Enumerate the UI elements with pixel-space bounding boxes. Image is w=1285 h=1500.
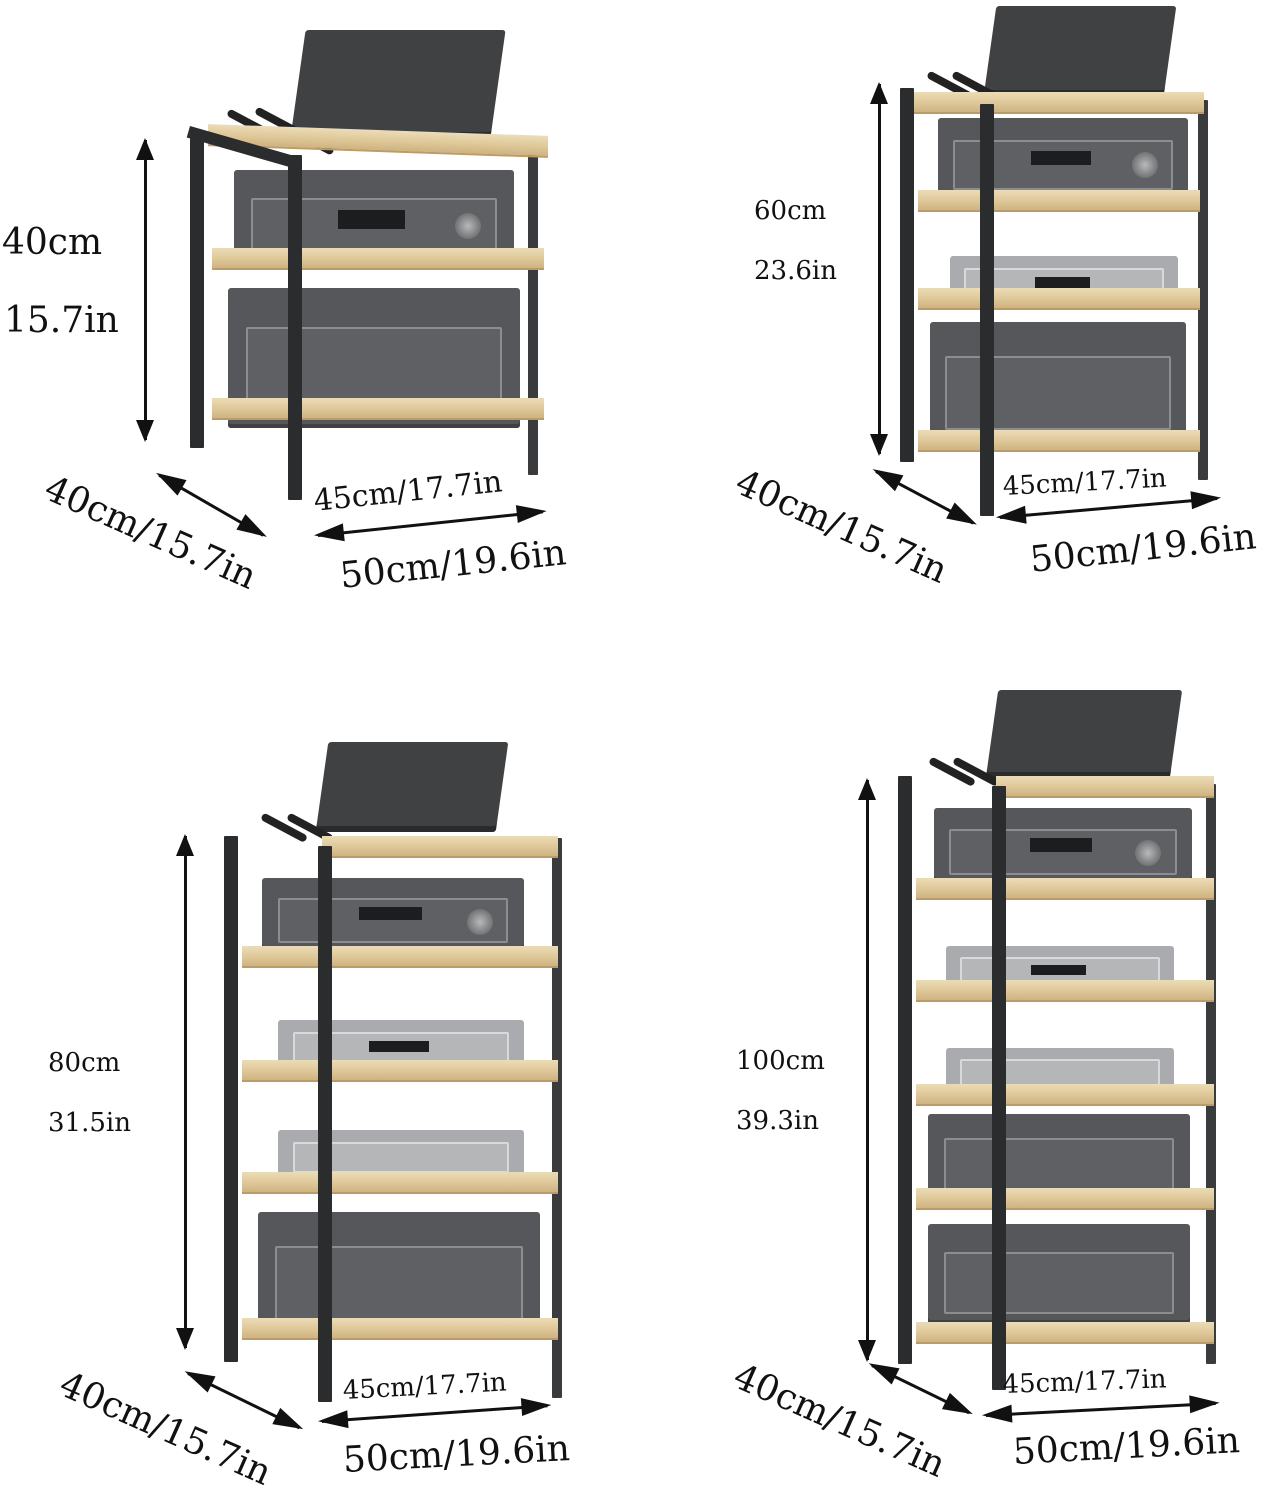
frame-post [1198,100,1208,480]
rack-illustration [896,688,1226,1390]
shelf [996,776,1214,798]
power-amplifier [930,322,1186,442]
frame-post [224,836,238,1362]
outer-width-label: 50cm/19.6in [338,532,569,597]
shelf [242,1060,558,1082]
shelf [904,92,1204,114]
height-in-label: 39.3in [736,1106,819,1136]
height-in-label: 15.7in [4,300,119,341]
width-arrow-icon [985,1401,1216,1417]
rack-illustration [186,30,558,500]
shelf [242,946,558,968]
frame-post [980,104,994,516]
shelf [916,1084,1214,1106]
power-amplifier [928,1224,1190,1324]
frame-post [898,776,912,1364]
frame-post [318,846,332,1402]
shelf [242,1172,558,1194]
cd-player [278,1130,524,1178]
height-arrow-icon [176,834,194,1350]
height-cm-label: 60cm [754,196,827,226]
width-arrow-icon [321,1404,548,1423]
shelf [212,248,544,270]
power-amplifier [928,1114,1190,1200]
height-in-label: 23.6in [754,256,837,286]
height-in-label: 31.5in [48,1108,131,1138]
frame-post [900,88,914,462]
outer-width-label: 50cm/19.6in [1012,1420,1241,1473]
height-cm-label: 100cm [736,1046,825,1076]
rack-panel-60cm: 60cm 23.6in 40cm/15.7in 45cm/17.7in 50cm… [640,0,1285,640]
frame-post [992,786,1006,1390]
height-arrow-icon [136,138,154,442]
shelf [918,190,1200,212]
height-cm-label: 40cm [2,222,103,263]
laptop-icon [315,742,509,832]
outer-width-label: 50cm/19.6in [342,1428,571,1481]
frame-post [288,155,302,500]
frame-post [528,145,538,475]
frame-post [552,838,562,1398]
shelf [322,836,558,858]
shelf [212,398,544,420]
height-cm-label: 80cm [48,1048,121,1078]
laptop-icon [290,30,506,138]
power-amplifier [258,1212,540,1334]
shelf [916,878,1214,900]
shelf [918,430,1200,452]
laptop-icon [985,690,1183,778]
frame-post [1206,784,1216,1364]
laptop-icon [983,6,1177,96]
shelf [916,1322,1214,1344]
frame-post [190,130,204,448]
rack-illustration [898,0,1218,516]
shelf [916,1188,1214,1210]
shelf [916,980,1214,1002]
shelf [242,1318,558,1340]
av-receiver [934,808,1192,882]
rack-panel-80cm: 80cm 31.5in 40cm/15.7in 45cm/17.7in 50cm… [0,700,640,1500]
av-receiver [938,118,1188,198]
outer-width-label: 50cm/19.6in [1028,516,1259,581]
inner-width-label: 45cm/17.7in [1002,1364,1167,1400]
shelf [918,288,1200,310]
rack-illustration [222,742,572,1402]
height-arrow-icon [858,778,876,1362]
rack-panel-40cm: 40cm 15.7in 40cm/15.7in 45cm/17.7in 50cm… [0,0,640,640]
av-receiver [262,878,524,950]
rack-panel-100cm: 100cm 39.3in 40cm/15.7in 45cm/17.7in 50c… [640,680,1285,1500]
height-arrow-icon [870,82,888,456]
